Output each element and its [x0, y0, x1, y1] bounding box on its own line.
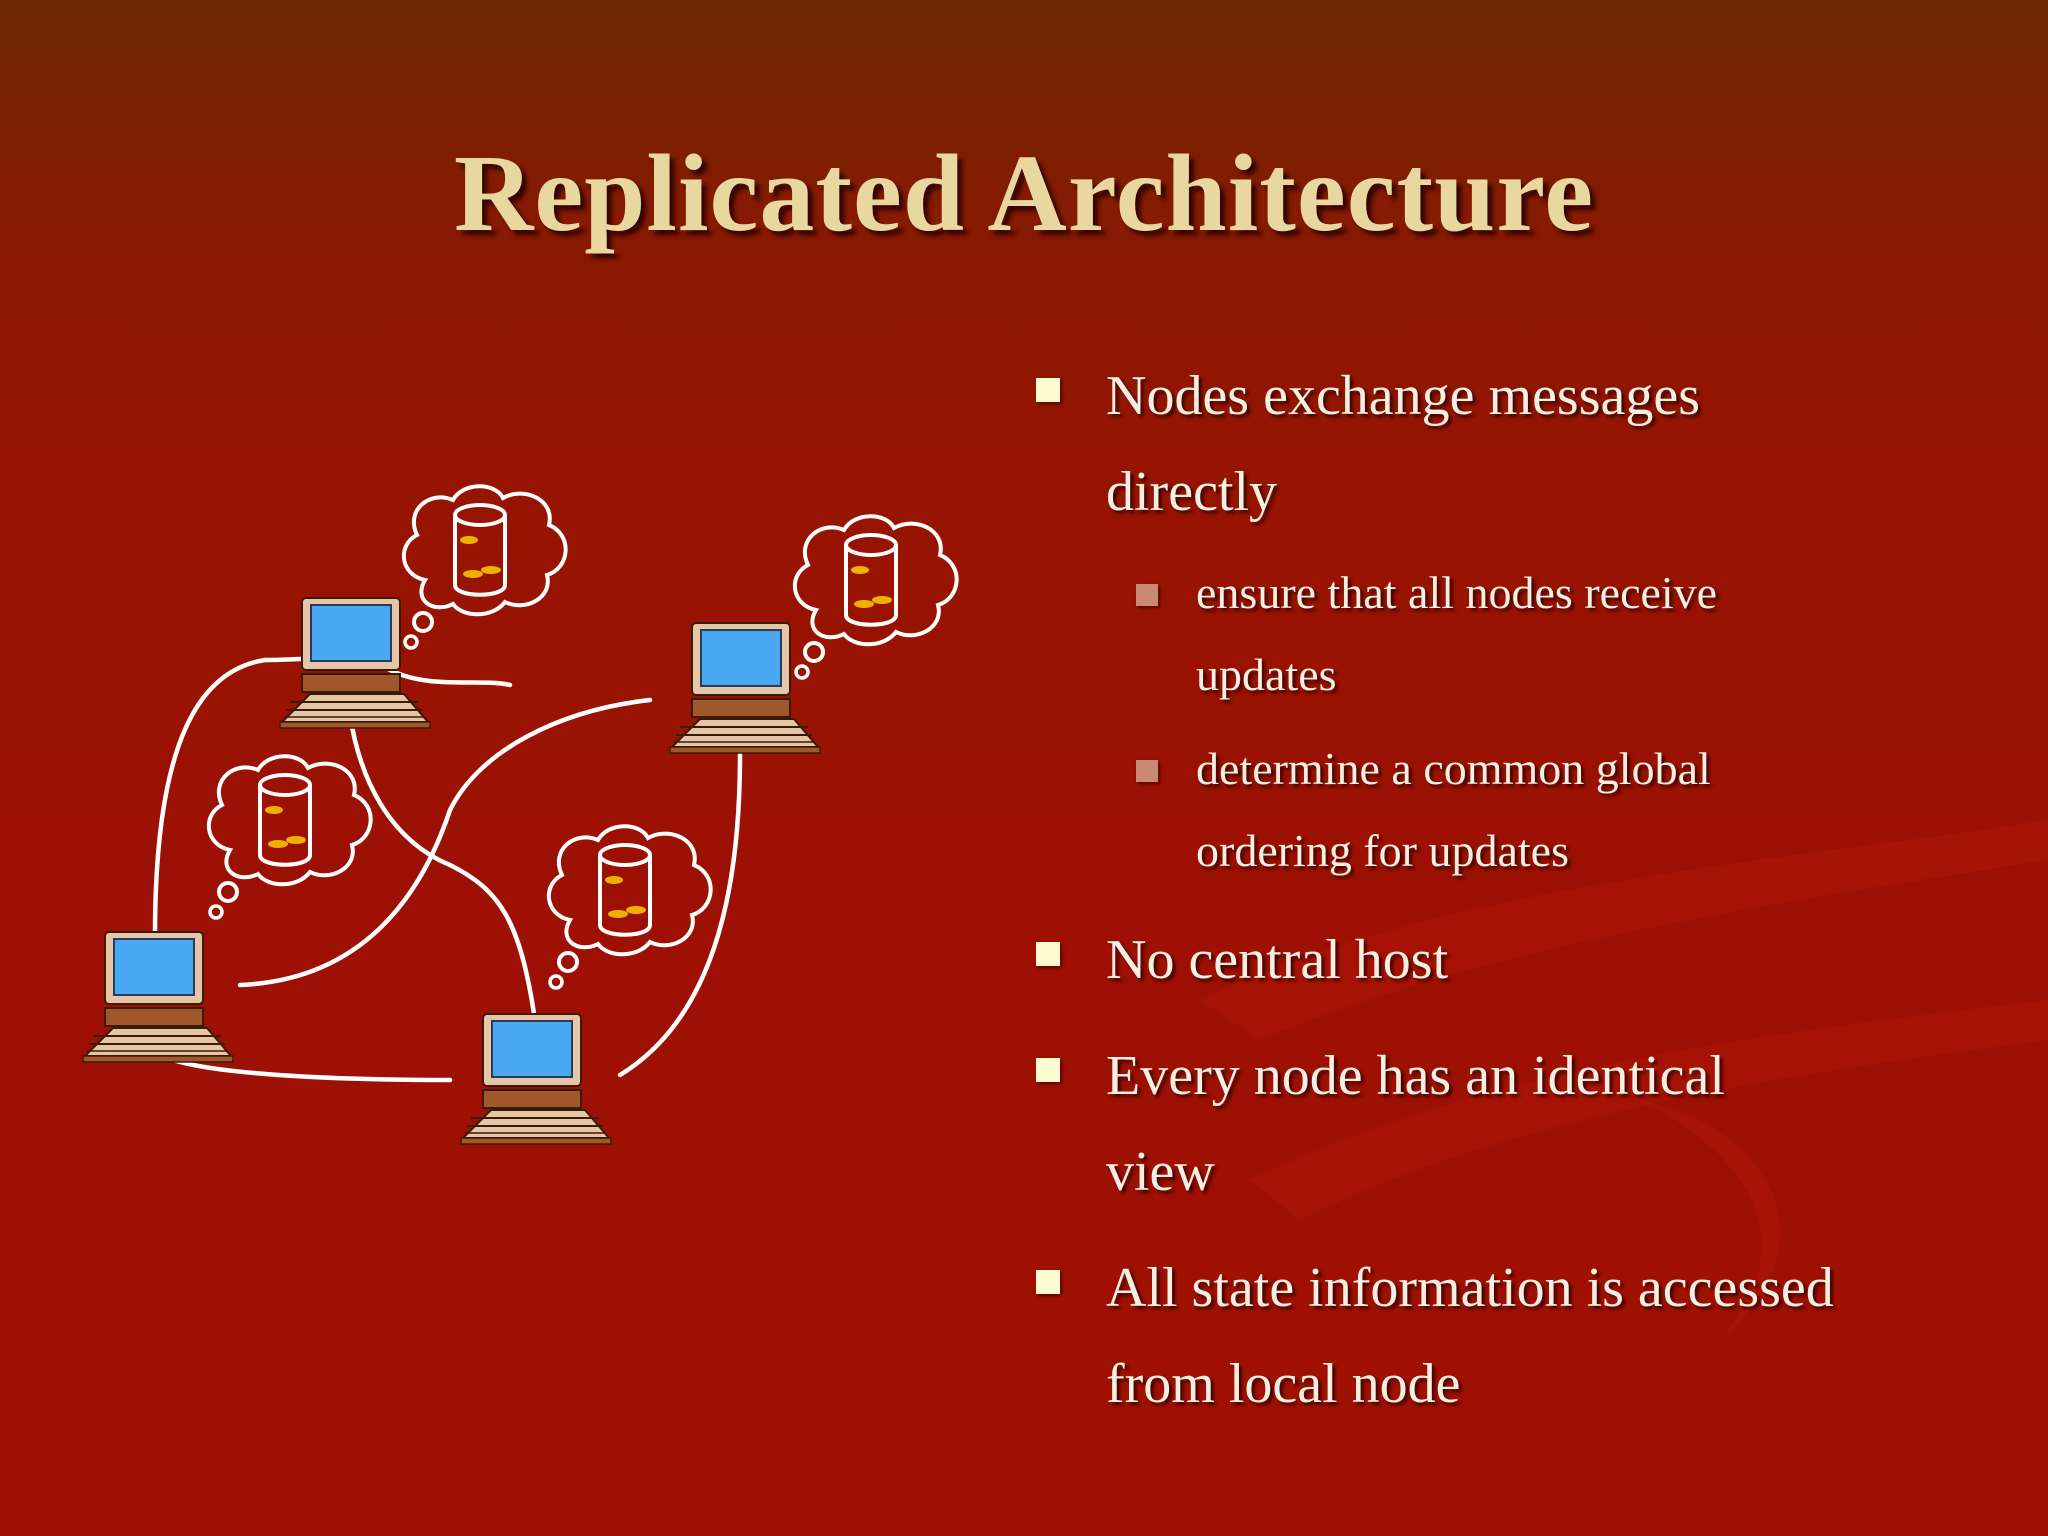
database-thought-icon — [401, 484, 568, 650]
sub-bullet-line: ordering for updates — [1196, 825, 1569, 876]
computer-icon — [669, 622, 821, 754]
network-diagram — [82, 484, 959, 1145]
bullet-line: All state information is accessed — [1106, 1257, 1834, 1319]
square-bullet-icon — [1036, 378, 1060, 402]
bullet-item: All state information is accessed from l… — [1028, 1240, 2028, 1432]
database-thought-icon — [206, 754, 373, 920]
square-bullet-icon — [1136, 760, 1158, 782]
connection-lines — [152, 655, 743, 1083]
database-thought-icon — [546, 824, 713, 990]
bullet-line: view — [1106, 1141, 1215, 1203]
square-bullet-icon — [1036, 1058, 1060, 1082]
bullet-item: No central host — [1028, 912, 2028, 1008]
bullet-line: directly — [1106, 461, 1278, 523]
sub-bullet-item: ensure that all nodes receive updates — [1028, 552, 2028, 716]
bullet-line: Nodes exchange messages — [1106, 365, 1701, 427]
sub-bullet-line: determine a common global — [1196, 743, 1711, 794]
sub-bullet-item: determine a common global ordering for u… — [1028, 728, 2028, 892]
computer-icon — [279, 597, 431, 729]
bullet-line: Every node has an identical — [1106, 1045, 1725, 1107]
bullet-line: No central host — [1106, 929, 1449, 991]
sub-bullet-line: updates — [1196, 649, 1337, 700]
square-bullet-icon — [1036, 942, 1060, 966]
sub-bullet-line: ensure that all nodes receive — [1196, 567, 1718, 618]
bullet-line: from local node — [1106, 1353, 1461, 1415]
square-bullet-icon — [1136, 584, 1158, 606]
computer-icon — [82, 931, 234, 1063]
computer-icon — [460, 1013, 612, 1145]
database-thought-icon — [792, 514, 959, 680]
bullet-item: Every node has an identical view — [1028, 1028, 2028, 1220]
slide-title: Replicated Architecture — [453, 132, 1595, 254]
bullet-item: Nodes exchange messages directly — [1028, 348, 2028, 540]
bullet-list: Nodes exchange messages directly ensure … — [1028, 348, 2028, 1432]
square-bullet-icon — [1036, 1270, 1060, 1294]
